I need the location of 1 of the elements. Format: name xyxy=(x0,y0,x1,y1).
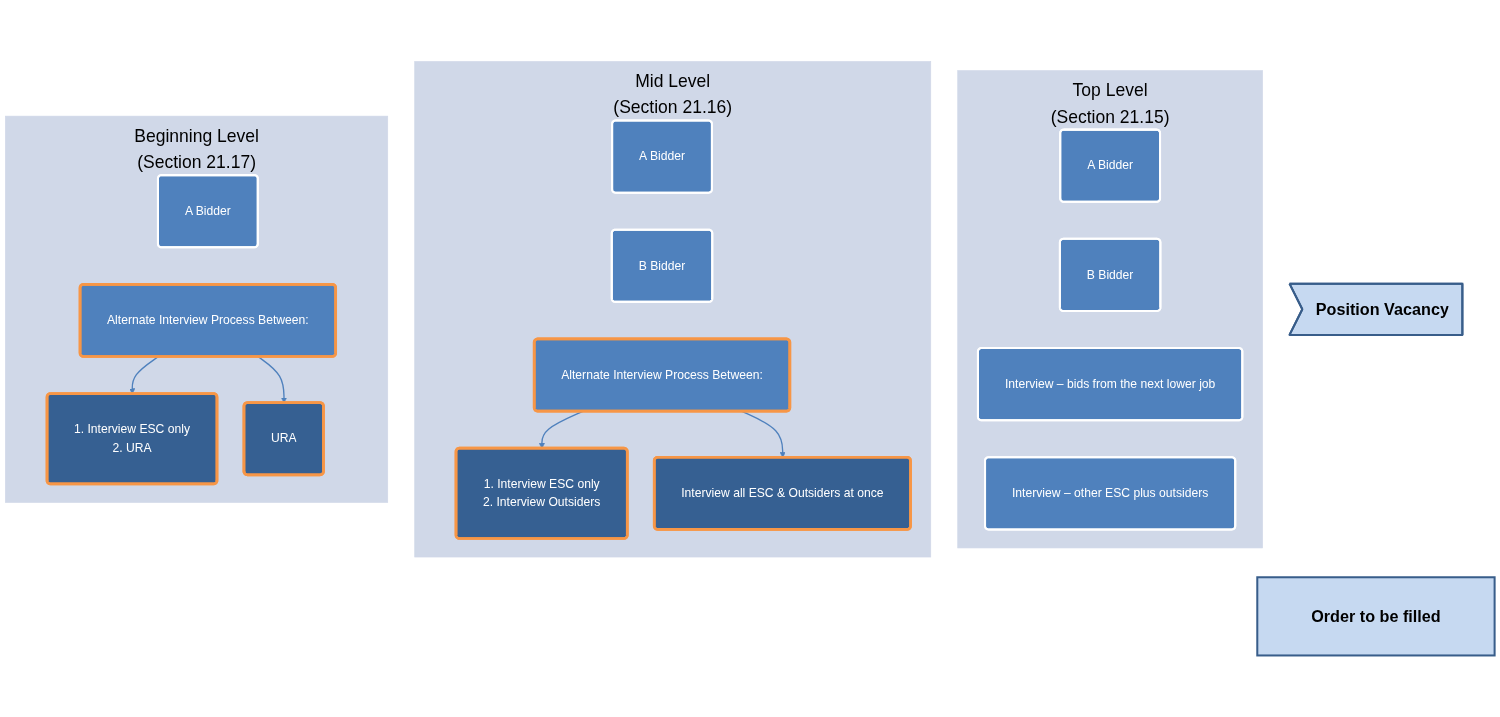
node-box: Order to be filled xyxy=(1256,576,1496,657)
